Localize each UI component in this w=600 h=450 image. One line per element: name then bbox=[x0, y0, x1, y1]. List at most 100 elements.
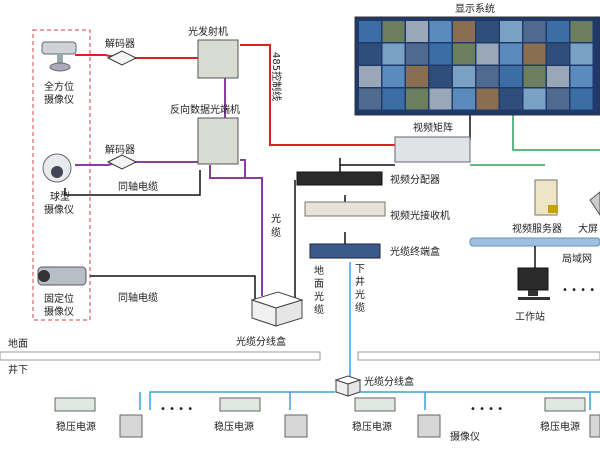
display-tile bbox=[500, 43, 522, 65]
display-wall bbox=[354, 16, 600, 116]
blue-drops bbox=[139, 392, 591, 410]
pan-tilt-camera-label-1: 全方位 bbox=[44, 80, 74, 93]
control-line-485-label: 485控制线 bbox=[270, 52, 283, 101]
display-tile bbox=[359, 88, 381, 110]
display-tile bbox=[453, 21, 475, 42]
fiber-splitter-under-label: 光缆分线盒 bbox=[364, 375, 414, 388]
display-tile bbox=[523, 43, 546, 65]
ground-bar-left bbox=[0, 351, 321, 361]
display-tile bbox=[382, 66, 405, 87]
camera-group-box bbox=[32, 29, 91, 321]
display-tile bbox=[359, 66, 381, 87]
display-tile bbox=[500, 66, 522, 87]
down-shaft-fiber-label-1: 下 bbox=[355, 264, 365, 275]
dome-camera-icon bbox=[42, 153, 72, 183]
video-server-label: 视频服务器 bbox=[512, 222, 562, 235]
underground-camera-label: 摄像仪 bbox=[450, 430, 480, 443]
fiber-splitter-top-label: 光缆分线盒 bbox=[236, 335, 286, 348]
fiber-terminal-box-icon bbox=[309, 243, 381, 259]
display-tile bbox=[476, 88, 499, 110]
workstation-icon bbox=[517, 267, 550, 300]
down-shaft-fiber-label-2: 井 bbox=[355, 275, 365, 288]
blue-line-under-left bbox=[149, 391, 335, 410]
regulated-power-icons bbox=[54, 397, 586, 412]
display-tile bbox=[429, 88, 452, 110]
display-tile bbox=[406, 43, 428, 65]
display-tile bbox=[406, 21, 428, 42]
display-tile bbox=[382, 21, 405, 42]
red-line-485 bbox=[240, 44, 395, 146]
decoder-2-label: 解码器 bbox=[105, 143, 135, 156]
ground-fiber-label-3: 光 bbox=[314, 290, 324, 303]
regulated-power-label-1: 稳压电源 bbox=[56, 420, 96, 433]
fiber-terminal-box-label: 光缆终端盒 bbox=[390, 245, 440, 258]
display-tile bbox=[359, 21, 381, 42]
display-tile bbox=[429, 43, 452, 65]
black-line-coax1 bbox=[64, 170, 201, 196]
display-tile bbox=[453, 66, 475, 87]
fiber-label-1: 光 bbox=[271, 212, 281, 225]
display-tile bbox=[570, 21, 593, 42]
video-distributor-icon bbox=[296, 171, 383, 186]
decoder-1-icon bbox=[106, 50, 138, 66]
purple-line-fiber bbox=[209, 165, 263, 296]
optical-receiver-icon bbox=[304, 201, 386, 217]
display-tile bbox=[500, 21, 522, 42]
dome-camera-label-2: 摄像仪 bbox=[44, 203, 74, 216]
video-server-icon bbox=[534, 179, 558, 216]
fiber-splitter-box-top bbox=[250, 291, 304, 327]
video-optical-receiver-label: 视频光接收机 bbox=[390, 209, 450, 222]
pan-tilt-camera-label-2: 摄像仪 bbox=[44, 93, 74, 106]
coax-1-label: 同轴电缆 bbox=[118, 180, 158, 193]
ground-fiber-label-1: 地 bbox=[314, 264, 324, 277]
display-tile bbox=[429, 21, 452, 42]
purple-line-rx-out bbox=[240, 159, 246, 178]
decoder-2-icon bbox=[106, 154, 138, 170]
big-screen-icon bbox=[589, 191, 600, 216]
display-tile bbox=[429, 66, 452, 87]
display-tile bbox=[453, 43, 475, 65]
ellipsis-under-2: • • • • bbox=[470, 404, 503, 415]
red-line-camera1 bbox=[75, 54, 198, 59]
display-tile bbox=[547, 66, 569, 87]
coax-2-label: 同轴电缆 bbox=[118, 291, 158, 304]
display-tile bbox=[523, 88, 546, 110]
optical-transmitter-label: 光发射机 bbox=[188, 25, 228, 38]
optical-transmitter-icon bbox=[197, 39, 239, 79]
ellipsis-right: • • • • bbox=[562, 285, 595, 296]
regulated-power-label-2: 稳压电源 bbox=[214, 420, 254, 433]
display-tile bbox=[547, 21, 569, 42]
black-line-coax2 bbox=[90, 275, 256, 300]
underground-label: 井下 bbox=[8, 363, 28, 376]
display-tile bbox=[476, 21, 499, 42]
display-tile bbox=[570, 88, 593, 110]
ground-fiber-label-2: 面 bbox=[314, 279, 324, 290]
lan-bar bbox=[469, 237, 600, 247]
fiber-label-2: 缆 bbox=[271, 226, 281, 239]
video-matrix-icon bbox=[394, 136, 471, 163]
fixed-camera-label-2: 摄像仪 bbox=[44, 305, 74, 318]
display-tile bbox=[382, 88, 405, 110]
down-shaft-fiber-label-3: 光 bbox=[355, 288, 365, 301]
reverse-receiver-label: 反向数据光端机 bbox=[170, 103, 240, 116]
reverse-receiver-icon bbox=[197, 117, 239, 165]
display-tile bbox=[500, 88, 522, 110]
display-tile bbox=[406, 88, 428, 110]
video-matrix-label: 视频矩阵 bbox=[413, 121, 453, 134]
display-tile bbox=[406, 66, 428, 87]
black-line-dist-matrix bbox=[339, 158, 395, 166]
display-tile bbox=[523, 66, 546, 87]
display-tile bbox=[570, 43, 593, 65]
fixed-camera-label-1: 固定位 bbox=[44, 292, 74, 305]
pan-tilt-camera-icon bbox=[41, 41, 77, 72]
display-tile bbox=[453, 88, 475, 110]
display-tile bbox=[476, 66, 499, 87]
ground-bar-right bbox=[357, 351, 600, 361]
fiber-splitter-box-under bbox=[334, 375, 362, 397]
ellipsis-under-1: • • • • bbox=[160, 404, 193, 415]
regulated-power-label-4: 稳压电源 bbox=[540, 420, 580, 433]
lan-label: 局域网 bbox=[562, 252, 592, 265]
display-tile bbox=[570, 66, 593, 87]
